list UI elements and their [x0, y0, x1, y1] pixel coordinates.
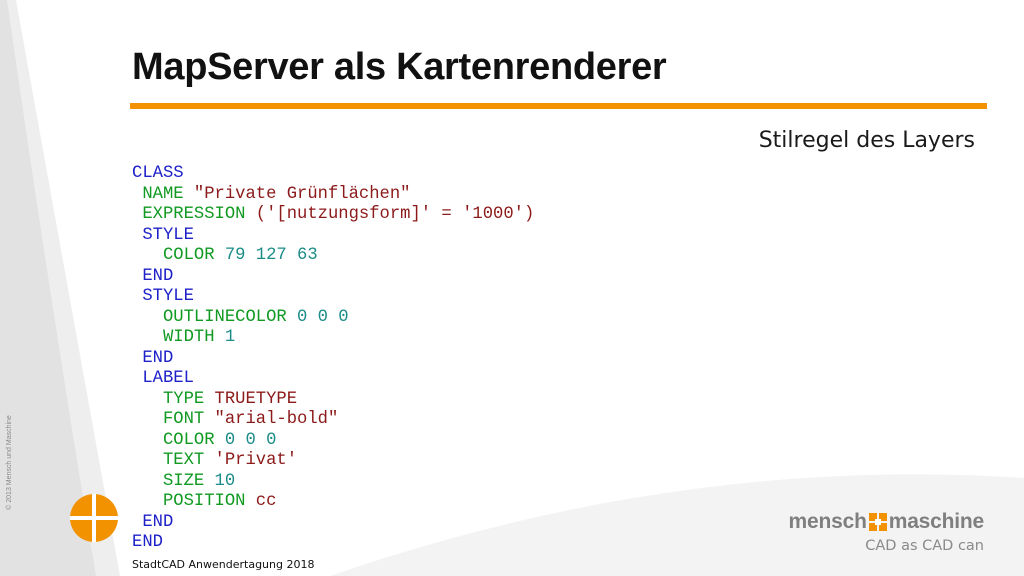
code-token: NAME — [132, 184, 194, 204]
brand-tagline: CAD as CAD can — [865, 538, 984, 554]
subtitle: Stilregel des Layers — [758, 128, 975, 153]
code-token: "arial-bold" — [214, 410, 339, 429]
code-token: OUTLINECOLOR — [132, 307, 298, 327]
code-line: CLASS — [132, 164, 534, 185]
code-token: POSITION — [132, 492, 256, 511]
code-block: CLASS NAME "Private Grünflächen" EXPRESS… — [132, 164, 534, 554]
code-token: TEXT — [132, 451, 215, 470]
brand-logo: mensch maschine CAD as CAD can — [788, 510, 985, 554]
code-line: TYPE TRUETYPE — [132, 390, 534, 411]
code-line: END — [132, 349, 534, 370]
code-token: EXPRESSION — [132, 205, 256, 224]
copyright-notice: © 2013 Mensch und Maschine — [5, 414, 13, 510]
code-token: END — [132, 266, 174, 286]
code-token: cc — [255, 492, 277, 511]
brand-name-part2: maschine — [888, 510, 984, 533]
brand-cross-icon — [868, 512, 888, 532]
page-title: MapServer als Kartenrenderer — [132, 46, 667, 88]
code-token: SIZE — [132, 471, 215, 491]
code-token: 10 — [214, 471, 236, 491]
code-token: CLASS — [132, 164, 184, 183]
code-token: LABEL — [132, 369, 194, 388]
code-line: END — [132, 533, 534, 554]
title-underline — [130, 103, 987, 109]
code-token: "Private Grünflächen" — [193, 184, 411, 204]
code-line: OUTLINECOLOR 0 0 0 — [132, 308, 534, 329]
code-token: FONT — [132, 410, 215, 429]
code-token: END — [132, 512, 174, 532]
code-line: FONT "arial-bold" — [132, 410, 534, 431]
code-token: 0 0 0 — [297, 307, 349, 327]
code-token: 'Privat' — [214, 451, 298, 470]
code-token: END — [132, 533, 163, 552]
code-line: END — [132, 267, 534, 288]
code-token: 79 127 63 — [224, 246, 318, 265]
code-line: EXPRESSION ('[nutzungsform]' = '1000') — [132, 205, 534, 226]
code-line: WIDTH 1 — [132, 328, 534, 349]
code-line: TEXT 'Privat' — [132, 451, 534, 472]
code-line: COLOR 79 127 63 — [132, 246, 534, 267]
code-token: ('[nutzungsform]' = '1000') — [255, 205, 535, 224]
code-token: TRUETYPE — [214, 389, 298, 409]
code-token: STYLE — [132, 225, 194, 245]
code-line: END — [132, 513, 534, 534]
code-token: STYLE — [132, 287, 194, 306]
footer-text: StadtCAD Anwendertagung 2018 — [132, 558, 315, 571]
code-line: COLOR 0 0 0 — [132, 431, 534, 452]
code-token: 0 0 0 — [224, 430, 277, 450]
brand-name-part1: mensch — [788, 510, 867, 533]
code-line: LABEL — [132, 369, 534, 390]
code-line: STYLE — [132, 287, 534, 308]
code-line: SIZE 10 — [132, 472, 534, 493]
code-line: POSITION cc — [132, 492, 534, 513]
code-line: NAME "Private Grünflächen" — [132, 185, 534, 206]
code-token: WIDTH — [132, 328, 225, 347]
code-line: STYLE — [132, 226, 534, 247]
code-token: END — [132, 348, 174, 368]
code-token: 1 — [224, 328, 236, 347]
code-token: COLOR — [132, 430, 225, 450]
code-token: TYPE — [132, 389, 215, 409]
code-token: COLOR — [132, 246, 225, 265]
company-logo-icon — [70, 494, 118, 542]
